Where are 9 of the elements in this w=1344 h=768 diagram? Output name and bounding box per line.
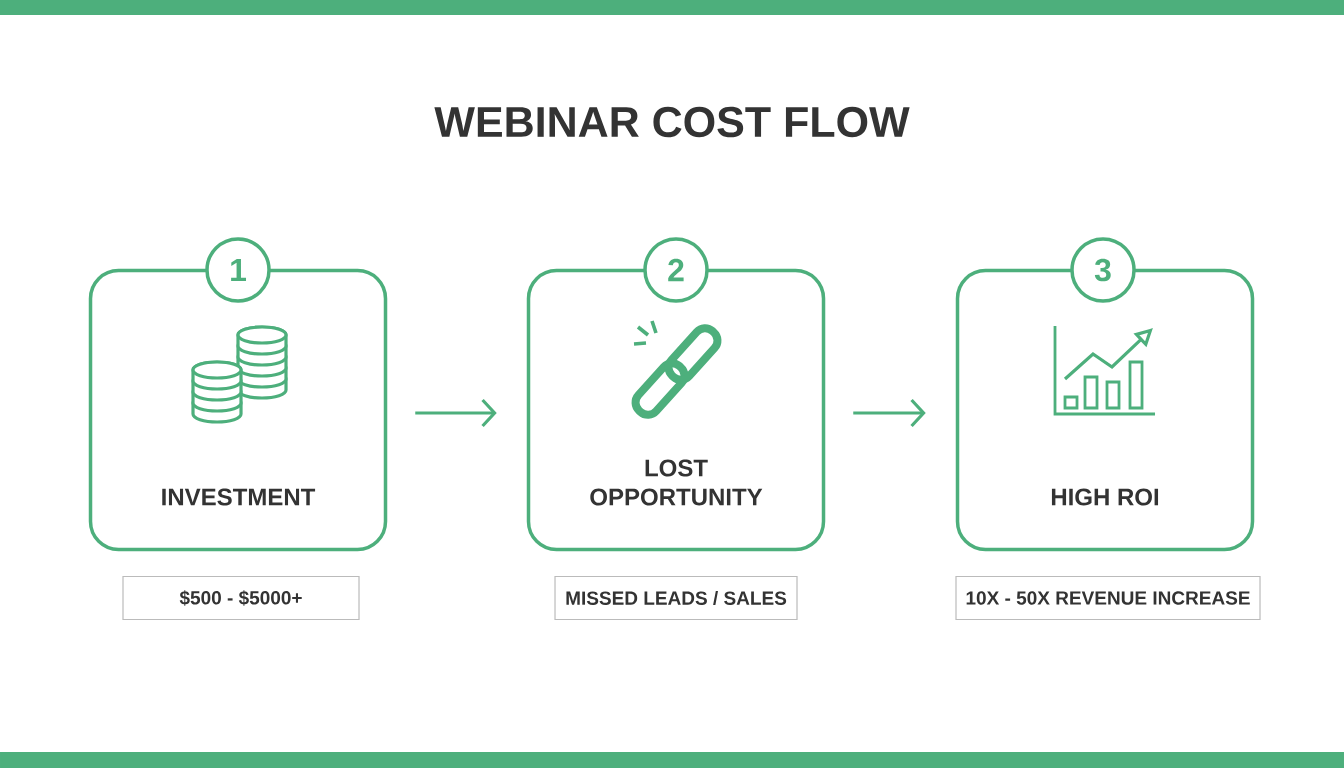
value-box: MISSED LEADS / SALES xyxy=(554,575,798,621)
value-box: $500 - $5000+ xyxy=(122,575,360,621)
arrow xyxy=(853,398,926,428)
value-box: 10X - 50X REVENUE INCREASE xyxy=(955,575,1261,621)
arrow xyxy=(415,398,497,428)
step-number: 2 xyxy=(643,237,709,303)
title: WEBINAR COST FLOW xyxy=(434,106,910,138)
step-number: 3 xyxy=(1070,237,1136,303)
step-number: 1 xyxy=(205,237,271,303)
